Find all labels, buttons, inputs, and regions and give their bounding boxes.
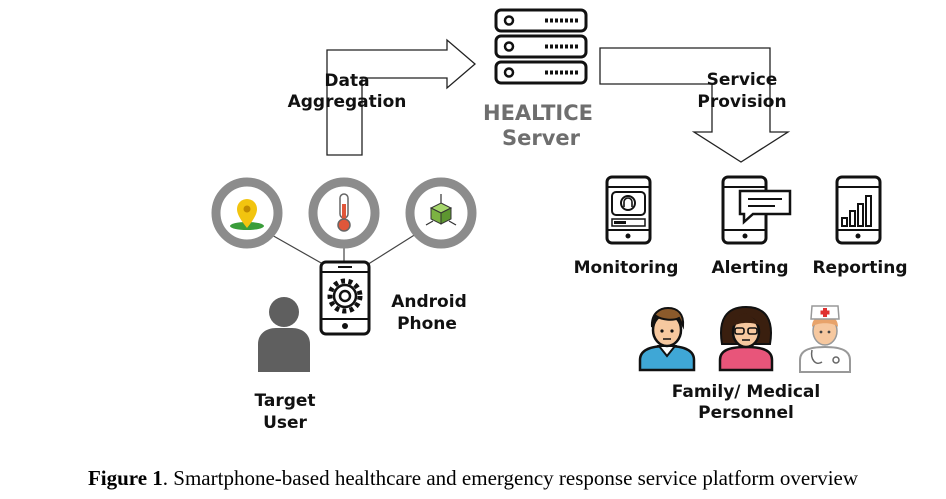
monitoring-phone-icon bbox=[605, 175, 652, 245]
service-provision-label-2: Provision bbox=[697, 92, 786, 112]
server-icon bbox=[494, 8, 588, 85]
location-pin-icon bbox=[237, 199, 257, 228]
motion-sensor bbox=[405, 177, 477, 249]
caption-text: . Smartphone-based healthcare and emerge… bbox=[162, 466, 859, 490]
location-sensor bbox=[211, 177, 283, 249]
gear-icon bbox=[327, 278, 363, 314]
caption-prefix: Figure 1 bbox=[87, 466, 163, 490]
server-title: HEALTICE bbox=[483, 101, 593, 125]
service-label-monitoring: Monitoring bbox=[574, 258, 679, 278]
figure-caption: Figure 1. Smartphone-based healthcare an… bbox=[0, 466, 946, 491]
user-label-2: User bbox=[263, 413, 307, 433]
nurse-icon bbox=[799, 305, 851, 373]
temperature-sensor bbox=[308, 177, 380, 249]
android-phone-icon bbox=[319, 260, 371, 336]
phone-label: Android bbox=[391, 292, 467, 312]
recipients-label: Family/ Medical bbox=[672, 382, 820, 402]
platform-diagram: HEALTICE Server Data Aggregation Service… bbox=[211, 8, 908, 433]
server-subtitle: Server bbox=[502, 126, 581, 150]
recipients-label-2: Personnel bbox=[698, 403, 794, 423]
target-user-icon bbox=[258, 297, 310, 372]
data-aggregation-label: Data bbox=[324, 71, 369, 91]
service-provision-arrow bbox=[599, 47, 791, 163]
service-provision-label: Service bbox=[707, 70, 778, 90]
phone-label-2: Phone bbox=[397, 314, 457, 334]
service-label-alerting: Alerting bbox=[711, 258, 788, 278]
bar-chart-icon bbox=[841, 195, 872, 227]
data-aggregation-arrow bbox=[326, 38, 476, 156]
cube-sensor-icon bbox=[425, 194, 457, 226]
service-label-reporting: Reporting bbox=[812, 258, 907, 278]
data-aggregation-label-2: Aggregation bbox=[288, 92, 407, 112]
alerting-phone-icon bbox=[721, 175, 792, 245]
family-woman-icon bbox=[718, 305, 774, 372]
user-label: Target bbox=[254, 391, 315, 411]
family-man-icon bbox=[638, 306, 696, 372]
thermometer-icon bbox=[337, 193, 351, 232]
reporting-phone-icon bbox=[835, 175, 882, 245]
